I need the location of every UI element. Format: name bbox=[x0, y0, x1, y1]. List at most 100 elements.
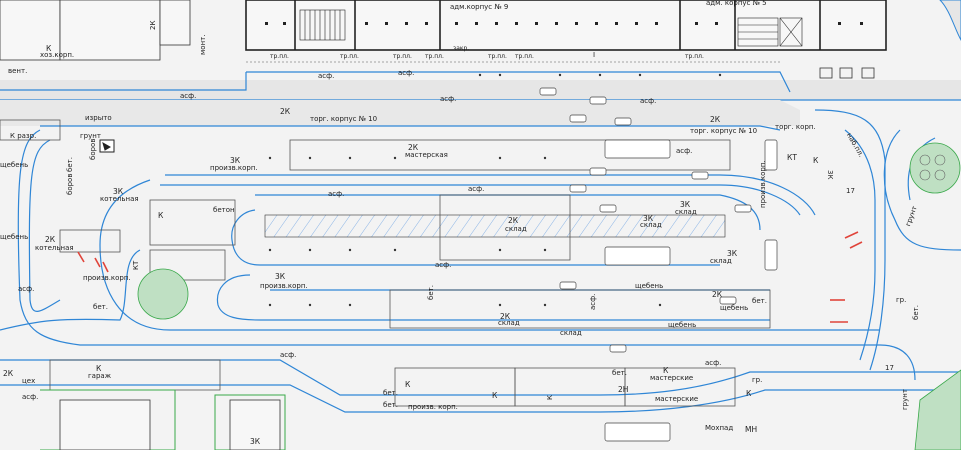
label-asf-13: асф. bbox=[676, 147, 693, 155]
label-2k-6: 2К bbox=[712, 290, 723, 299]
label-bet-2: бет. bbox=[383, 389, 398, 397]
label-k-razr: К разр. bbox=[10, 132, 37, 140]
label-proizv-korp-5: произв. корп. bbox=[408, 403, 458, 411]
label-gr: гр. bbox=[896, 296, 907, 304]
label-k-2: К bbox=[158, 211, 164, 220]
label-adm9: адм.корпус № 9 bbox=[450, 3, 509, 11]
label-sklad-4: склад bbox=[710, 257, 732, 265]
label-hoz-korp: хоз.корп. bbox=[40, 51, 75, 59]
label-adm5: адм. корпус № 5 bbox=[706, 0, 767, 7]
label-garazh: гараж bbox=[88, 372, 112, 380]
label-17-1: 17 bbox=[846, 187, 855, 195]
label-k-5: К bbox=[492, 391, 498, 400]
label-trpl-4: тр.пл. bbox=[425, 53, 444, 60]
label-bet-7: бет. bbox=[912, 305, 920, 320]
building-adm-9 bbox=[245, 0, 887, 51]
label-asf-4: асф. bbox=[440, 95, 457, 103]
label-3k-4: 3К bbox=[680, 200, 691, 209]
label-masterskie-2: мастерские bbox=[655, 395, 699, 403]
label-3k-5: 3К bbox=[643, 214, 654, 223]
lawn-right bbox=[909, 142, 961, 194]
label-sklad-1: склад bbox=[505, 225, 527, 233]
label-k-1: К bbox=[46, 44, 52, 53]
label-2k-1: 2К bbox=[280, 107, 291, 116]
label-asf-14: асф. bbox=[589, 293, 597, 310]
label-2k-7: 2К bbox=[45, 235, 56, 244]
label-asf-9: асф. bbox=[280, 351, 297, 359]
label-asf-5: асф. bbox=[640, 97, 657, 105]
label-k-9: К bbox=[546, 395, 554, 400]
label-shcheben-5: щебень bbox=[635, 282, 664, 290]
label-asf-7: асф. bbox=[328, 190, 345, 198]
label-asf-1: асф. bbox=[318, 72, 335, 80]
label-masterskie-1: мастерские bbox=[650, 374, 694, 382]
label-bet-6: бет. bbox=[66, 157, 74, 172]
label-2k-8: 2К bbox=[3, 369, 14, 378]
label-3k-7: 3К bbox=[250, 437, 261, 446]
label-mont: монт. bbox=[199, 34, 207, 55]
label-torg10-right: торг. корпус № 10 bbox=[690, 127, 758, 135]
label-sklad-2: склад bbox=[640, 221, 662, 229]
label-grunt-1: грунт bbox=[80, 132, 101, 140]
label-proizv-korp-2: произв.корп. bbox=[260, 282, 308, 290]
label-k-4: К bbox=[405, 380, 411, 389]
label-shcheben-4: щебень bbox=[720, 304, 749, 312]
label-2k-9: 2К bbox=[149, 20, 157, 30]
label-boroy-2: боров bbox=[66, 173, 74, 195]
label-k-8: К bbox=[746, 389, 752, 398]
entrance-arrow-icon bbox=[99, 139, 115, 153]
label-sklad-5: склад bbox=[498, 319, 520, 327]
label-mn-1: МН bbox=[745, 425, 758, 434]
label-shcheben-2: щебень bbox=[0, 233, 29, 241]
label-trpl-7: тр.пл. bbox=[685, 53, 704, 60]
label-trpl-2: тр.пл. bbox=[340, 53, 359, 60]
label-boroy: боров bbox=[89, 138, 97, 160]
label-trpl-6: тр.пл. bbox=[515, 53, 534, 60]
label-izryto: изрыто bbox=[85, 114, 112, 122]
label-3k-6: 3К bbox=[727, 249, 738, 258]
label-k-7: К bbox=[813, 156, 819, 165]
label-asf-3: асф. bbox=[180, 92, 197, 100]
label-asf-12: асф. bbox=[22, 393, 39, 401]
label-mokhlad: Мохпад bbox=[705, 424, 734, 432]
label-trpl-1: тр.пл. bbox=[270, 53, 289, 60]
label-kotelnaya-1: котельная bbox=[100, 195, 139, 203]
label-torg10-top: торг. корпус № 10 bbox=[310, 115, 378, 123]
label-bet-1: бет. bbox=[93, 303, 108, 311]
label-grunt-3: грунт bbox=[901, 389, 909, 410]
lawn-left bbox=[137, 268, 189, 320]
label-2k-2: 2К bbox=[408, 143, 419, 152]
label-asf-2: асф. bbox=[398, 69, 415, 77]
label-trpl-3: тр.пл. bbox=[393, 53, 412, 60]
label-asf-10: асф. bbox=[705, 359, 722, 367]
label-asf-8: асф. bbox=[435, 261, 452, 269]
label-gr-2: гр. bbox=[752, 376, 763, 384]
label-vent: вент. bbox=[8, 67, 28, 75]
label-proizv-korp-1: произв.корп. bbox=[210, 164, 258, 172]
label-shcheben-3: щебень bbox=[668, 321, 697, 329]
label-sklad-6: склад bbox=[560, 329, 582, 337]
label-kt-2: КТ bbox=[132, 260, 140, 270]
label-i-mark: I bbox=[593, 51, 596, 59]
label-mn-2: 2Н bbox=[618, 385, 629, 394]
label-2k-3: 2К bbox=[710, 115, 721, 124]
label-tseh: цех bbox=[22, 377, 36, 385]
label-beton: бетон bbox=[213, 206, 235, 214]
label-sklad-3: склад bbox=[675, 208, 697, 216]
label-bet-8: бет. bbox=[427, 285, 435, 300]
label-17-2: 17 bbox=[885, 364, 894, 372]
vehicle-icon bbox=[539, 87, 778, 442]
label-k-3: К bbox=[96, 364, 102, 373]
label-2k-5: 2К bbox=[500, 312, 511, 321]
label-3k-3: 3К bbox=[275, 272, 286, 281]
label-bet-3: бет. bbox=[383, 401, 398, 409]
label-shcheben-1: щебень bbox=[0, 161, 29, 169]
stairs-icon bbox=[299, 9, 803, 47]
label-3k-8: 3К bbox=[826, 170, 834, 180]
label-asf-11: асф. bbox=[18, 285, 35, 293]
label-trpl-5: тр.пл. bbox=[488, 53, 507, 60]
label-asf-6: асф. bbox=[468, 185, 485, 193]
label-k-6: К bbox=[663, 366, 669, 375]
label-torg-korp: торг. корп. bbox=[775, 123, 816, 131]
